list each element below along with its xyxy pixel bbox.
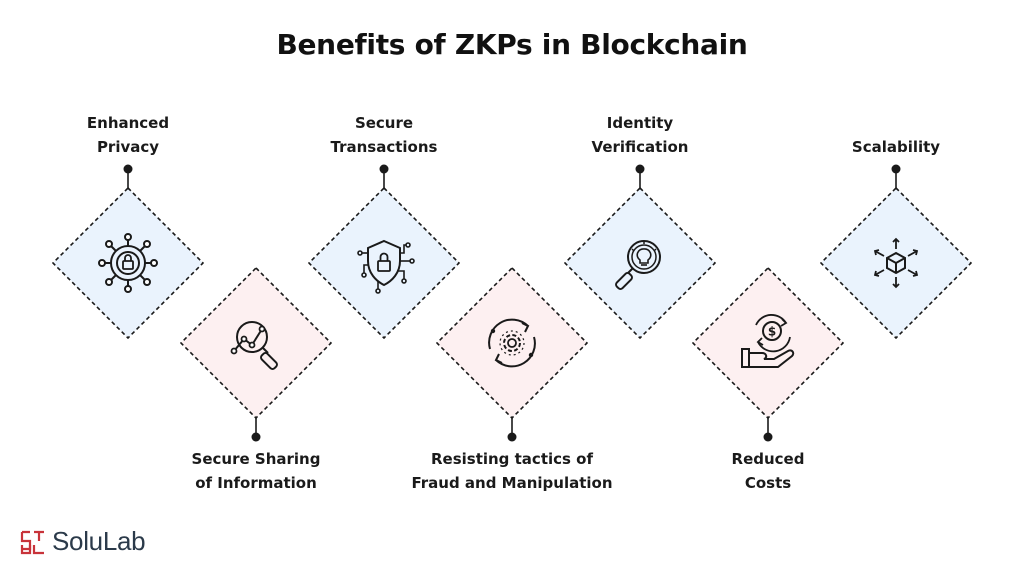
benefit-node [52,164,204,339]
benefit-label-line: Reduced [731,450,805,468]
benefit-node [308,164,460,339]
benefit-label-line: Scalability [851,138,941,156]
benefit-label-line: Enhanced [86,114,170,132]
magnifier-chart-icon [230,321,278,370]
page-title: Benefits of ZKPs in Blockchain [276,28,748,61]
benefit-label-line: Secure [354,114,414,132]
connector-dot [507,432,517,442]
benefit-label-line: Secure Sharing [191,450,321,468]
benefit-label-line: of Information [195,474,317,492]
benefit-label: Resisting tactics of Fraud and Manipulati… [402,447,622,495]
benefit-diamond [308,187,460,339]
benefit-label: Secure Sharing of Information [146,447,366,495]
benefit-node [820,164,972,339]
benefit-node [180,267,332,442]
benefit-label-line: Identity [606,114,674,132]
cycle-gear-icon [488,318,536,368]
brand-name: SoluLab [52,526,146,556]
magnifier-bulb-icon [615,240,661,290]
benefit-label-line: Transactions [330,138,438,156]
benefit-diamond [436,267,588,419]
benefit-label-line: Verification [591,138,689,156]
benefit-label-line: Resisting tactics of [430,450,594,468]
solulab-logo: SoluLab [20,526,146,557]
benefit-label: Scalability [786,135,1006,159]
benefit-label-line: Privacy [96,138,160,156]
connector-dot [379,164,389,174]
benefit-node [564,164,716,339]
benefit-node: $ [692,267,844,442]
network-lock-icon [98,233,158,293]
connector-dot [635,164,645,174]
benefit-diamond [692,267,844,419]
connector-dot [891,164,901,174]
cube-arrows-icon [873,237,919,289]
shield-lock-icon [357,239,415,294]
solulab-logo-icon [20,530,44,554]
connector-dot [251,432,261,442]
connector-dot [123,164,133,174]
benefit-diamond [52,187,204,339]
benefit-label-line: Costs [744,474,792,492]
svg-text:$: $ [768,325,776,339]
hand-coin-icon: $ [741,314,795,368]
benefit-node [436,267,588,442]
benefit-label-line: Fraud and Manipulation [411,474,613,492]
connector-dot [763,432,773,442]
benefit-diamond [180,267,332,419]
